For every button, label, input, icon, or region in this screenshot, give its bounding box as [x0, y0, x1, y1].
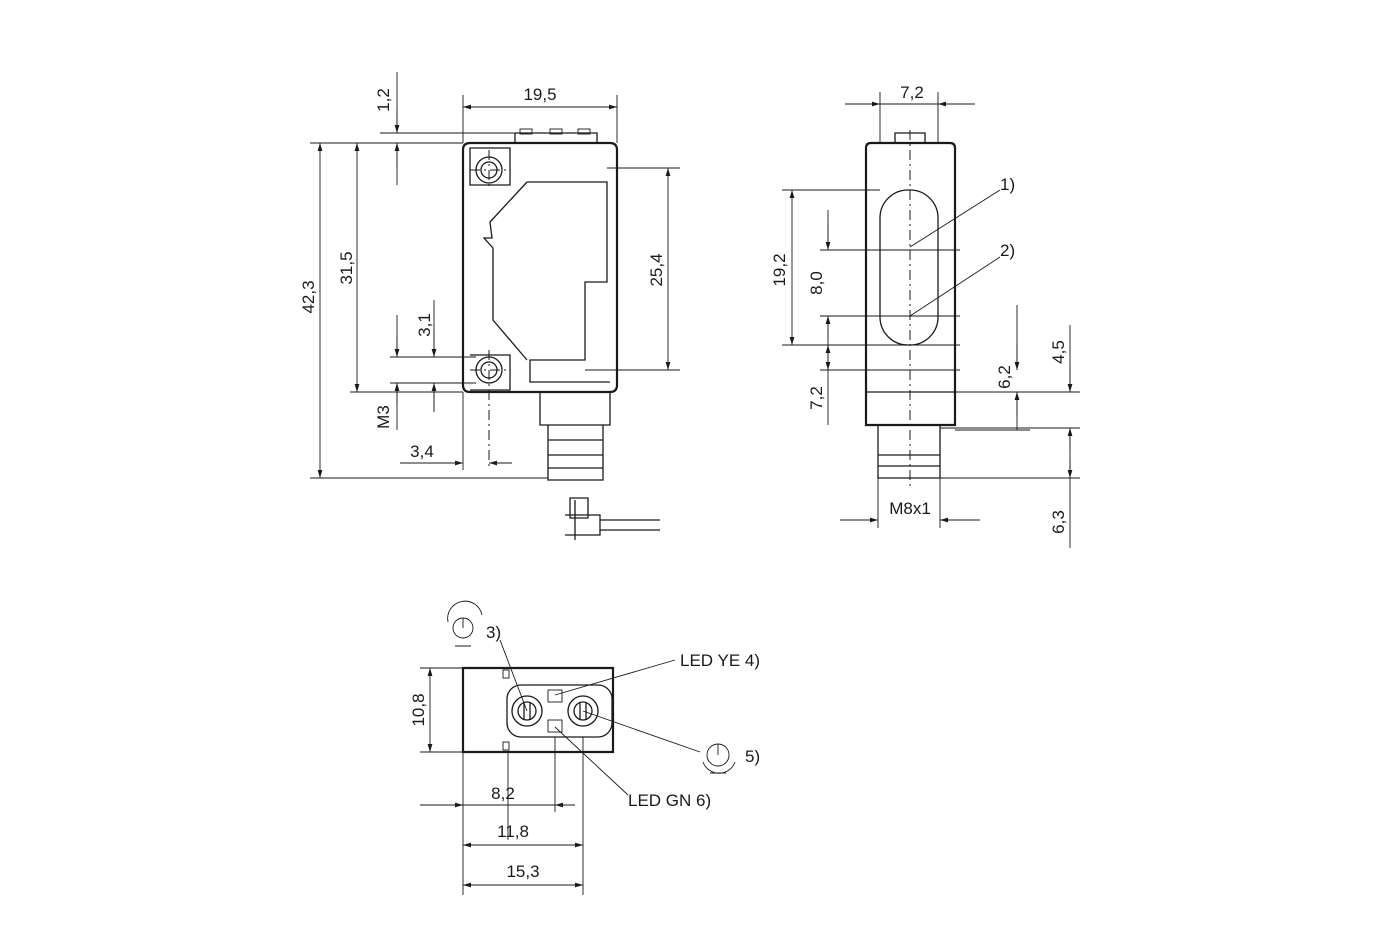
dim-d1: 8,2	[491, 784, 515, 803]
bottom-view: LED YE 4) LED GN 6) 3) 5) 10,8 8,2 11,8 …	[409, 600, 760, 895]
dim-bottom-height: 10,8	[409, 693, 428, 726]
dim-h6: 6,3	[1049, 510, 1068, 534]
dim-height-total: 42,3	[299, 280, 318, 313]
front-view: 19,5 1,2 42,3 31,5 25,4 3,1 M3 3,4	[299, 72, 680, 540]
dim-h5: 4,5	[1049, 340, 1068, 364]
dim-hole-offset: 3,1	[415, 313, 434, 337]
potentiometer-icon-3	[447, 600, 483, 647]
dim-window-height: 25,4	[647, 253, 666, 286]
dim-hole-spacing: 31,5	[337, 251, 356, 284]
ref-2: 2)	[1000, 241, 1015, 260]
label-led-ye: LED YE 4)	[680, 651, 760, 670]
dim-thread: M3	[374, 405, 393, 429]
potentiometer-icon-5	[702, 743, 736, 774]
dim-connector: M8x1	[889, 499, 931, 518]
dim-h2: 8,0	[807, 271, 826, 295]
ref-1: 1)	[1000, 175, 1015, 194]
ref-3: 3)	[486, 623, 501, 642]
dim-d3: 15,3	[506, 862, 539, 881]
dim-top-offset: 1,2	[374, 88, 393, 112]
dim-h4: 6,2	[995, 365, 1014, 389]
ref-5: 5)	[745, 747, 760, 766]
dim-hole-x: 3,4	[410, 442, 434, 461]
label-led-gn: LED GN 6)	[628, 791, 711, 810]
dim-d2: 11,8	[497, 822, 529, 841]
dim-h1: 19,2	[770, 253, 789, 286]
dim-side-width: 7,2	[900, 83, 924, 102]
dim-width: 19,5	[523, 85, 556, 104]
dim-h3: 7,2	[807, 386, 826, 410]
side-view: 1) 2) 7,2 19,2 8,0 7,2 6,2 4,5 6,3 M8x1	[770, 83, 1080, 548]
